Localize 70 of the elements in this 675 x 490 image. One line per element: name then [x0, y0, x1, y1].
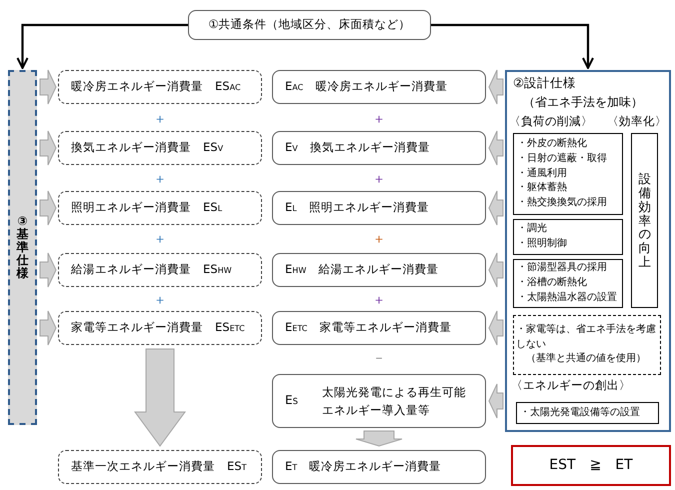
operator-sign: ＋ — [372, 233, 386, 246]
design-energy-box — [272, 311, 486, 345]
measure-list-box — [513, 133, 623, 215]
section-heading: 〈効率化〉 — [607, 114, 667, 129]
box-label: ①共通条件（地域区分、床面積など） — [208, 17, 411, 33]
design-energy-box — [272, 191, 486, 225]
list-item: （基準と共通の値を使用） — [524, 352, 646, 366]
design-total-box — [272, 450, 486, 484]
standard-total-box — [58, 450, 262, 484]
operator-sign: ＋ — [154, 113, 166, 126]
standard-energy-box — [58, 253, 262, 287]
block-arrow — [488, 384, 504, 418]
section-heading: 〈エネルギーの創出〉 — [511, 378, 631, 393]
standard-energy-box — [58, 191, 262, 225]
section-heading: 〈負荷の削減〉 — [509, 114, 593, 129]
block-arrow — [488, 190, 504, 226]
operator-sign: ＋ — [154, 294, 166, 307]
list-item: ・照明制御 — [517, 237, 567, 251]
operator-sign: ＋ — [154, 233, 166, 246]
vertical-label: 設備効率の向上 — [638, 172, 651, 269]
efficiency-column-box — [631, 133, 658, 308]
standard-spec-band — [8, 70, 37, 425]
block-arrow — [134, 348, 186, 447]
list-item: ・日射の遮蔽・取得 — [517, 152, 607, 166]
block-arrow — [488, 70, 504, 104]
block-arrow — [356, 430, 402, 447]
block-arrow — [40, 310, 57, 346]
vertical-label: ③基準仕様 — [16, 214, 28, 280]
design-spec-panel — [505, 70, 671, 432]
measure-list-box — [513, 259, 623, 308]
list-item: ・外皮の断熱化 — [517, 137, 587, 152]
block-arrow — [40, 130, 57, 166]
arrow — [16, 24, 188, 69]
design-energy-box — [272, 131, 486, 165]
operator-sign: ＋ — [372, 294, 386, 307]
list-item: ・調光 — [517, 222, 547, 236]
list-item: ・通風利用 — [517, 166, 567, 181]
operator-sign: － — [372, 352, 386, 365]
list-item: ・家電等は、省エネ手法を考慮しない — [516, 322, 657, 352]
list-item: ・節湯型器具の採用 — [517, 261, 607, 276]
list-item: ・浴槽の断熱化 — [517, 276, 587, 290]
measure-list-box — [513, 219, 623, 255]
condition-box — [188, 10, 431, 40]
measure-list-box — [516, 402, 659, 424]
panel-heading: ②設計仕様 — [513, 75, 576, 92]
design-energy-box — [272, 70, 486, 104]
list-item: ・熱交換換気の採用 — [517, 196, 607, 210]
comparison-box — [511, 445, 671, 486]
list-item: ・躯体蓄熱 — [517, 181, 567, 196]
design-energy-box — [272, 253, 486, 287]
operator-sign: ＋ — [372, 173, 386, 186]
formula-label: EST ≧ ET — [549, 456, 633, 475]
block-arrow — [488, 130, 504, 166]
arrow — [431, 24, 594, 69]
block-arrow — [488, 310, 504, 346]
standard-energy-box — [58, 70, 262, 104]
block-arrow — [40, 190, 57, 226]
list-item: ・太陽熱温水器の設置 — [517, 290, 617, 305]
box-label: 太陽光発電による再生可能エネルギー導入量等 — [322, 384, 467, 419]
block-arrow — [40, 252, 57, 288]
note-box — [513, 315, 661, 375]
block-arrow — [40, 70, 57, 104]
operator-sign: ＋ — [154, 173, 166, 186]
operator-sign: ＋ — [372, 113, 386, 126]
list-item: ・太陽光発電設備等の設置 — [520, 406, 640, 420]
panel-subheading: （省エネ手法を加味） — [523, 94, 643, 111]
standard-energy-box — [58, 311, 262, 345]
block-arrow — [488, 252, 504, 288]
renewable-energy-box — [272, 374, 486, 428]
standard-energy-box — [58, 131, 262, 165]
